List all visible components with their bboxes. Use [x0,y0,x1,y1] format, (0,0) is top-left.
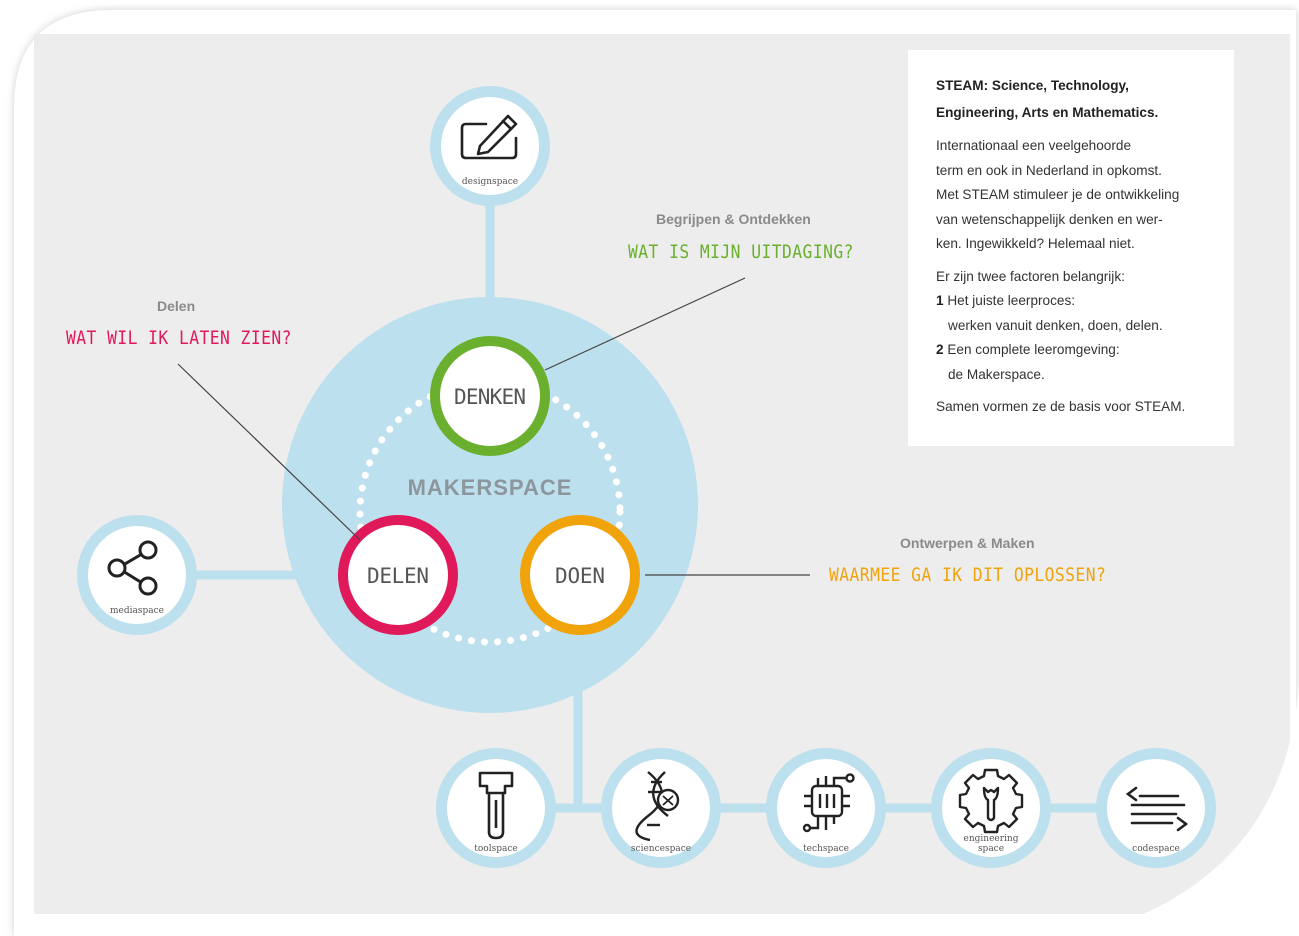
info-para1-line: Internationaal een veelgehoorde [936,138,1131,153]
techspace-label: techspace [803,844,849,854]
info-item-1-sub: werken vanuit denken, doen, delen. [948,317,1163,333]
code-icon [1125,786,1189,832]
info-item-1-text: Het juiste leerproces: [947,293,1076,308]
info-paragraph-1: Internationaal een veelgehoorde term en … [936,134,1214,257]
frame-corner [1080,682,1299,936]
makerspace-label: MAKERSPACE [408,475,573,500]
info-para1-line: ken. Ingewikkeld? Helemaal niet. [936,236,1135,251]
info-item-2-text: Een complete leeromgeving: [947,342,1120,357]
dna-icon [635,771,680,842]
info-para2-intro: Er zijn twee factoren belangrijk: [936,268,1125,284]
hammer-icon [478,771,514,840]
engineering-label-line2: space [978,844,1004,854]
mediaspace-label: mediaspace [110,606,164,616]
info-para1-line: Met STEAM stimuleer je de ontwikkeling [936,187,1180,202]
stage-denken-label: DENKEN [454,385,526,409]
steam-info-box: STEAM: Science, Technology, Engineering,… [908,50,1234,446]
denken-callout-heading: Begrijpen & Ontdekken [656,211,811,227]
info-para1-line: van wetenschappelijk denken en wer- [936,211,1163,227]
sciencespace-node: sciencespace [601,748,721,868]
info-item-2-sub: de Makerspace. [948,366,1045,382]
codespace-node: codespace [1096,748,1216,868]
pointer-lines [177,277,810,576]
denken-callout-question: WAT IS MIJN UITDAGING? [628,241,854,263]
designspace-label: designspace [462,177,518,187]
delen-callout-heading: Delen [157,298,196,314]
doen-callout-question: WAARMEE GA IK DIT OPLOSSEN? [829,564,1107,586]
pencil-drawing-icon [460,114,518,160]
toolspace-node: toolspace [436,748,556,868]
sciencespace-label: sciencespace [631,844,691,854]
engineering-space-node: engineering space [931,748,1051,868]
info-para1-line: term en ook in Nederland in opkomst. [936,162,1162,178]
gear-wrench-icon [958,768,1024,834]
techspace-node: techspace [766,748,886,868]
info-item-2: 2 Een complete leeromgeving: [936,338,1214,363]
stage-delen: DELEN [338,515,458,635]
stage-denken: DENKEN [430,336,550,456]
codespace-label: codespace [1132,844,1180,854]
mediaspace-node: mediaspace [77,515,197,635]
stage-doen: DOEN [520,515,640,635]
doen-callout-heading: Ontwerpen & Maken [900,535,1035,551]
info-closing: Samen vormen ze de basis voor STEAM. [936,399,1186,414]
stage-delen-label: DELEN [367,564,429,588]
engineering-label-line1: engineering [964,834,1019,844]
info-paragraph-2: Er zijn twee factoren belangrijk: 1 Het … [936,265,1214,388]
toolspace-label: toolspace [474,844,517,854]
delen-callout-question: WAT WIL IK LATEN ZIEN? [66,327,292,349]
info-title-line1: STEAM: Science, Technology, [936,78,1129,93]
info-item-1-number: 1 [936,293,944,308]
chip-icon [802,773,855,833]
info-item-2-number: 2 [936,342,944,357]
designspace-node: designspace [430,86,550,206]
share-icon [107,540,158,596]
stage-doen-label: DOEN [555,564,605,588]
info-item-1: 1 Het juiste leerproces: [936,289,1214,314]
info-title-line2: Engineering, Arts en Mathematics. [936,105,1159,120]
